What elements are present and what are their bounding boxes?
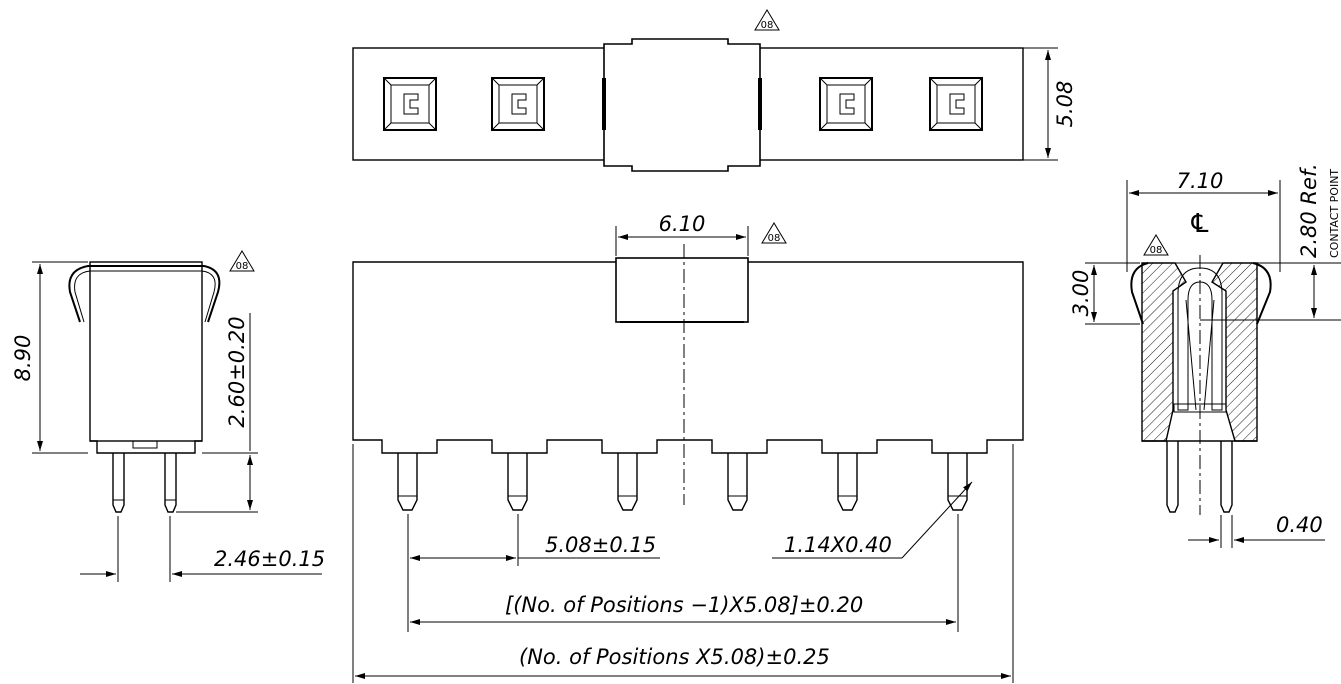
left-latch-spring [68,265,221,323]
pin [617,453,638,511]
top-latch [603,38,761,172]
pin-thickness-dim: 0.40 [1276,513,1323,537]
contact-point-label: CONTACT POINT [1328,169,1341,258]
revision-triangle: 08 [761,222,787,244]
front-latch [615,257,749,323]
cavity [491,77,545,131]
centerline-symbol: ℄ [1191,209,1209,239]
svg-text:08: 08 [1150,245,1163,256]
pin [947,453,968,511]
revision-triangle: 08 [1143,234,1169,256]
ref-dim: 2.80 Ref. [1297,163,1321,258]
right-section-view: 7.10 ℄ 2.80 Ref. CONTACT POINT 3.00 0.40… [1069,163,1341,548]
left-pin-dim: 2.60±0.20 [225,316,249,427]
left-pitch-dim: 2.46±0.15 [214,547,325,571]
section-wall-left [1141,262,1187,442]
pin [397,453,418,511]
front-view: 6.10 08 5.08±0.15 1.14X0.40 [(No. of Pos… [352,212,1024,683]
front-body-outline [352,261,1024,454]
svg-text:08: 08 [761,20,774,31]
right-width-dim: 7.10 [1177,169,1224,193]
left-height-dim: 8.90 [11,335,35,382]
top-height-dim: 5.08 [1053,81,1077,128]
pin-span-dim: [(No. of Positions −1)X5.08]±0.20 [505,593,863,617]
svg-text:08: 08 [768,233,781,244]
pin [164,453,177,513]
pin [727,453,748,511]
revision-triangle: 08 [229,250,255,272]
pin [1220,441,1233,513]
pin [1166,441,1179,513]
pin-size-dim: 1.14X0.40 [784,533,892,557]
left-body-outline [89,261,203,442]
pitch-dim: 5.08±0.15 [545,533,656,557]
contact-spring [1177,267,1223,411]
cavity [383,77,437,131]
section-wall-right [1211,262,1258,442]
left-side-view: 8.90 2.60±0.20 2.46±0.15 08 [11,250,325,582]
pin [837,453,858,511]
cavity [819,77,873,131]
right-depth-dim: 3.00 [1069,270,1093,317]
top-view: 5.08 08 [352,9,1077,172]
svg-text:08: 08 [236,261,249,272]
cavity [929,77,983,131]
overall-length-dim: (No. of Positions X5.08)±0.25 [519,645,830,669]
revision-triangle: 08 [754,9,780,31]
pin [507,453,528,511]
pin [112,453,125,513]
latch-width-dim: 6.10 [659,212,706,236]
